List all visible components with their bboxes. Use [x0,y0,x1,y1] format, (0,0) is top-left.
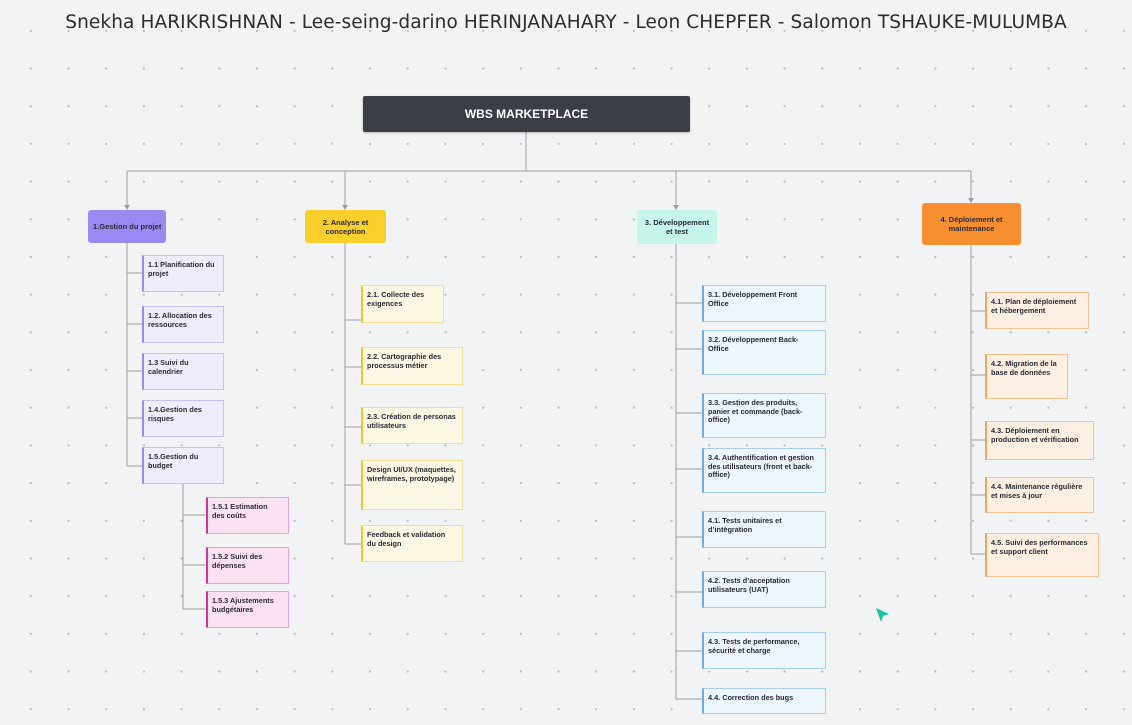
branch-4-item-5[interactable]: 4.5. Suivi des performances et support c… [985,533,1099,577]
branch-2-item-5[interactable]: Feedback et validation du design [361,525,463,562]
branch-4-header[interactable]: 4. Déploiement et maintenance [922,203,1021,245]
branch-1-subitem-2[interactable]: 1.5.2 Suivi des dépenses [206,547,289,584]
branch-2-item-2[interactable]: 2.2. Cartographie des processus métier [361,347,463,385]
branch-1-item-5[interactable]: 1.5.Gestion du budget [142,447,224,484]
branch-3-item-7[interactable]: 4.3. Tests de performance, sécurité et c… [702,632,826,669]
branch-1-item-4[interactable]: 1.4.Gestion des risques [142,400,224,437]
branch-3-item-2[interactable]: 3.2. Développement Back-Office [702,330,826,375]
branch-3-item-4[interactable]: 3.4. Authentification et gestion des uti… [702,448,826,493]
branch-4-item-2[interactable]: 4.2. Migration de la base de données [985,354,1068,399]
branch-1-subitem-3[interactable]: 1.5.3 Ajustements budgétaires [206,591,289,628]
branch-3-item-8[interactable]: 4.4. Correction des bugs [702,688,826,714]
branch-3-header[interactable]: 3. Développement et test [637,210,717,244]
wbs-root-node[interactable]: WBS MARKETPLACE [363,96,690,132]
branch-4-item-3[interactable]: 4.3. Déploiement en production et vérifi… [985,421,1094,460]
branch-1-item-1[interactable]: 1.1 Planification du projet [142,255,224,292]
branch-1-header[interactable]: 1.Gestion du projet [88,210,166,243]
branch-4-item-1[interactable]: 4.1. Plan de déploiement et hébergement [985,292,1089,329]
branch-3-item-3[interactable]: 3.3. Gestion des produits, panier et com… [702,393,826,438]
branch-2-header[interactable]: 2. Analyse et conception [305,210,386,243]
branch-2-item-1[interactable]: 2.1. Collecte des exigences [361,285,444,323]
collaborator-cursor-icon [876,608,889,622]
branch-1-subitem-1[interactable]: 1.5.1 Estimation des coûts [206,497,289,534]
branch-2-item-3[interactable]: 2.3. Création de personas utilisateurs [361,407,463,444]
branch-3-item-6[interactable]: 4.2. Tests d’acceptation utilisateurs (U… [702,571,826,608]
branch-1-item-2[interactable]: 1.2. Allocation des ressources [142,306,224,343]
branch-4-item-4[interactable]: 4.4. Maintenance régulière et mises à jo… [985,477,1094,513]
branch-1-item-3[interactable]: 1.3 Suivi du calendrier [142,353,224,390]
board-title: Snekha HARIKRISHNAN - Lee-seing-darino H… [65,12,1067,33]
branch-3-item-5[interactable]: 4.1. Tests unitaires et d’intégration [702,511,826,548]
branch-3-item-1[interactable]: 3.1. Développement Front Office [702,285,826,322]
branch-2-item-4[interactable]: Design UI/UX (maquettes, wireframes, pro… [361,460,463,510]
